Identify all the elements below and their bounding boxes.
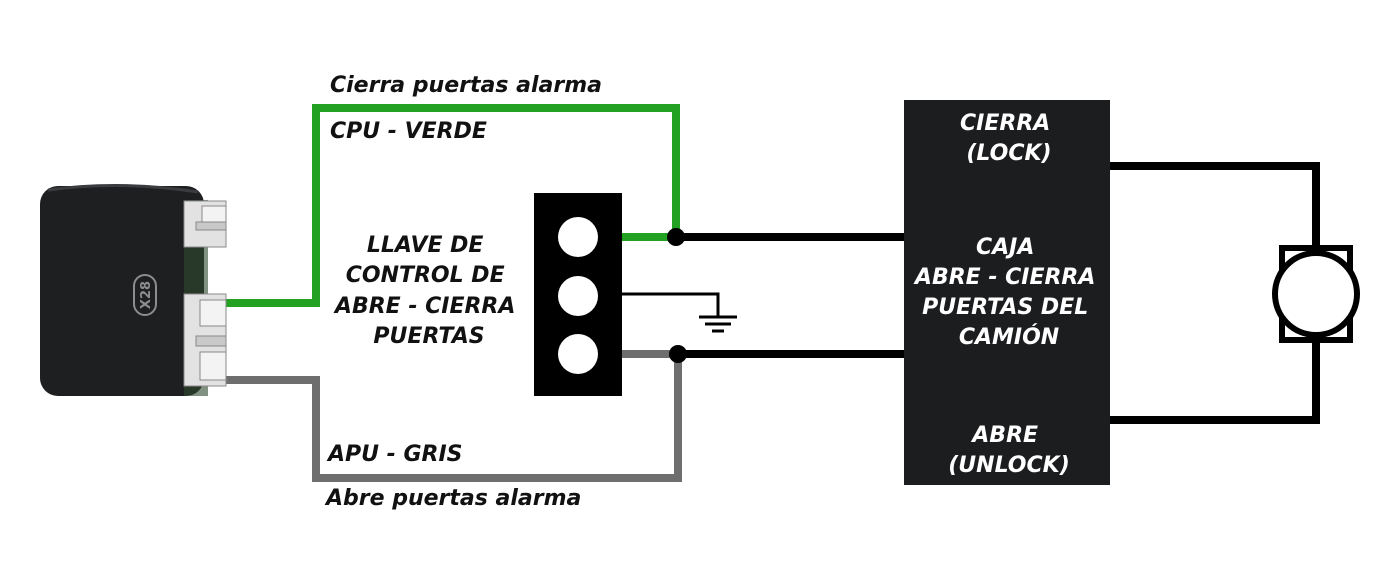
- three-terminal-switch-icon: [534, 193, 622, 396]
- box-unlock-line-2: (UNLOCK): [948, 453, 1070, 478]
- device-body: [40, 186, 204, 396]
- box-title-line-3: PUERTAS DEL: [922, 295, 1088, 320]
- box-lock-line-2: (LOCK): [966, 141, 1051, 166]
- switch-label-line-2: CONTROL DE: [346, 263, 505, 288]
- device-connector-main: [183, 293, 227, 387]
- switch-terminal-2: [558, 276, 598, 316]
- green-wire-top-label: Cierra puertas alarma: [330, 73, 602, 98]
- switch-label-line-4: PUERTAS: [373, 324, 484, 349]
- box-lock-label: CIERRA (LOCK): [960, 111, 1058, 166]
- box-title-line-4: CAMIÓN: [959, 324, 1059, 350]
- motor-rotor: [1272, 250, 1360, 338]
- gray-wire-bottom-label: Abre puertas alarma: [324, 486, 581, 511]
- switch-label: LLAVE DE CONTROL DE ABRE - CIERRA PUERTA…: [333, 233, 523, 349]
- box-title-label: CAJA ABRE - CIERRA PUERTAS DEL CAMIÓN: [913, 235, 1103, 350]
- box-lock-line-1: CIERRA: [960, 111, 1050, 136]
- box-unlock-label: ABRE (UNLOCK): [948, 423, 1070, 478]
- device-connector-top: [183, 200, 227, 248]
- door-lock-box: CIERRA (LOCK) CAJA ABRE - CIERRA PUERTAS…: [904, 100, 1110, 485]
- black-wires: [667, 228, 904, 363]
- box-title-line-1: CAJA: [976, 235, 1034, 260]
- alarm-module-icon: X28: [40, 183, 227, 396]
- ground-icon: [622, 292, 737, 333]
- switch-terminal-3: [558, 334, 598, 374]
- switch-terminal-1: [558, 217, 598, 257]
- gray-wire: [226, 350, 682, 482]
- device-logo: X28: [133, 274, 157, 316]
- box-title-line-2: ABRE - CIERRA: [913, 265, 1095, 290]
- green-wire-name-label: CPU - VERDE: [330, 119, 487, 144]
- gray-wire-name-label: APU - GRIS: [326, 442, 463, 467]
- device-logo-text: X28: [139, 281, 154, 309]
- switch-label-line-3: ABRE - CIERRA: [333, 294, 515, 319]
- unlock-junction-dot: [669, 345, 687, 363]
- door-lock-box-body: [904, 100, 1110, 485]
- motor-icon: [1110, 162, 1360, 424]
- lock-junction-dot: [667, 228, 685, 246]
- switch-label-line-1: LLAVE DE: [367, 233, 484, 258]
- box-unlock-line-1: ABRE: [970, 423, 1038, 448]
- gray-wire-line: [226, 350, 682, 482]
